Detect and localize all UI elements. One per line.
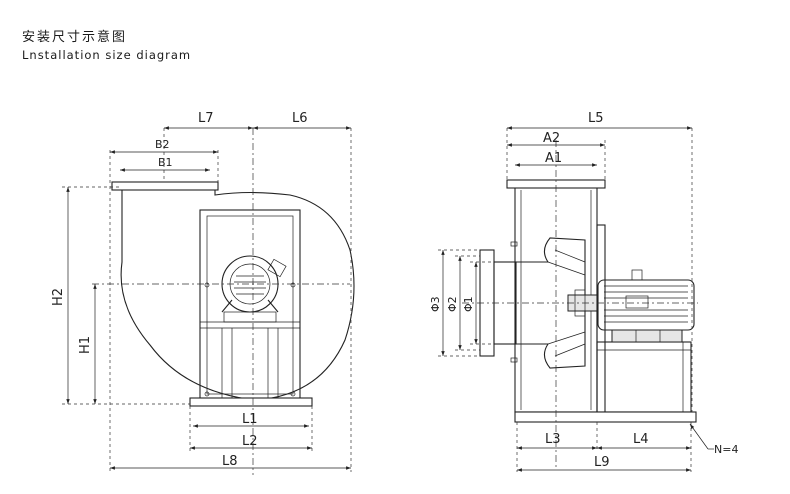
label-H1: H1 [78,336,93,354]
label-D3: Φ3 [429,296,442,312]
outlet-flange [111,181,219,191]
label-D1: Φ1 [462,296,475,312]
motor-support [596,341,692,413]
front-view: L5 A2 A1 Φ3 Φ2 Φ1 L3 L4 L9 N=4 [429,111,738,472]
base-plate [189,397,313,407]
label-H2: H2 [51,288,66,306]
label-L8: L8 [222,454,238,469]
label-L9: L9 [594,455,610,470]
label-L7: L7 [198,111,214,126]
label-L3: L3 [545,432,561,447]
label-L4: L4 [633,432,649,447]
motor-body-front [597,279,695,331]
base-plate-front [514,411,697,423]
label-L2: L2 [242,434,258,449]
label-L6: L6 [292,111,308,126]
diagram-title-english: Lnstallation size diagram [22,48,192,62]
label-D2: Φ2 [446,296,459,312]
label-N: N=4 [714,443,738,456]
label-A2: A2 [543,131,560,146]
label-L1: L1 [242,412,258,427]
motor-frame [199,209,301,401]
label-B1: B1 [158,156,173,169]
scroll-housing [120,186,355,401]
label-A1: A1 [545,151,562,166]
label-L5: L5 [588,111,604,126]
diagram-title-chinese: 安装尺寸示意图 [22,30,128,45]
side-view: L7 L6 B2 B1 H2 H1 L1 L2 L8 [51,111,355,475]
label-B2: B2 [155,138,170,151]
